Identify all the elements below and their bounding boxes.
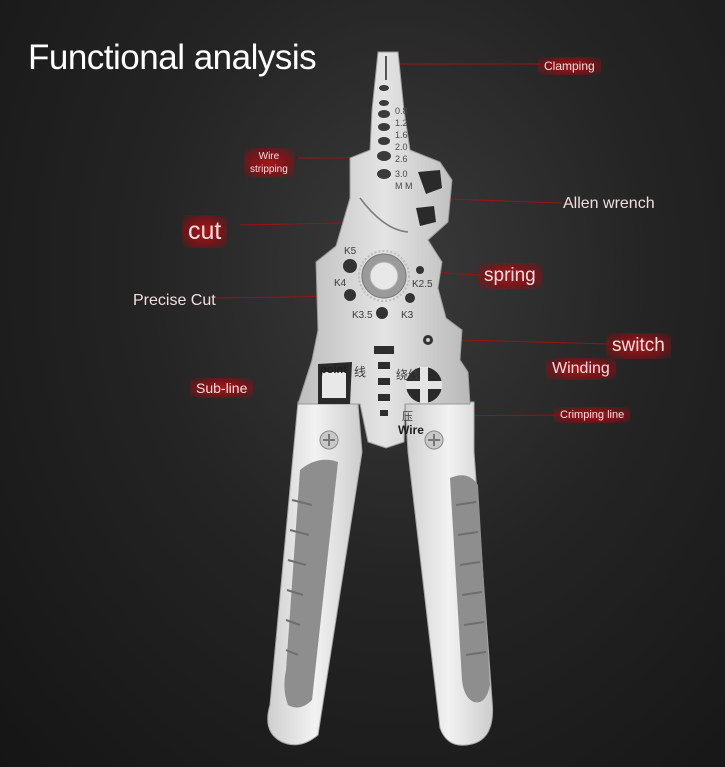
hex-k2-5: K2.5	[412, 279, 433, 290]
gauge-size: 1.6	[395, 130, 408, 140]
gauge-size: 2.0	[395, 142, 408, 152]
label-allen-wrench: Allen wrench	[563, 195, 655, 212]
hex-k3-5: K3.5	[352, 310, 373, 321]
label-cut: cut	[182, 215, 228, 248]
engraving-wire: Wire	[398, 423, 424, 437]
hex-k3: K3	[401, 310, 414, 321]
label-sub-line: Sub-line	[190, 378, 254, 398]
gauge-size: 1.2	[395, 118, 408, 128]
gauge-unit: M M	[395, 181, 413, 191]
metal-head	[297, 51, 471, 450]
engraving-xian: 线	[354, 365, 367, 379]
label-winding: Winding	[546, 358, 616, 380]
label-precise-cut: Precise Cut	[133, 292, 216, 309]
right-handle	[404, 401, 494, 746]
gauge-size: 0.8	[395, 106, 408, 116]
label-clamping: Clamping	[538, 57, 601, 75]
engraving-ya: 压	[402, 411, 413, 423]
hex-k4: K4	[334, 278, 347, 289]
gauge-size: 3.0	[395, 169, 408, 179]
label-crimping-line: Crimping line	[554, 407, 631, 423]
label-switch: switch	[606, 333, 671, 359]
left-handle	[267, 401, 363, 746]
engraving-rao-xian: 绕线	[396, 368, 421, 382]
label-wire-stripping-line1: Wire	[258, 151, 280, 162]
page-title: Functional analysis	[28, 38, 317, 77]
hex-k5: K5	[344, 246, 357, 257]
gauge-size: 2.6	[395, 154, 408, 164]
label-wire-stripping-line2: stripping	[250, 164, 288, 175]
engraving-point: point	[320, 364, 347, 376]
gauge-scale: 0.8 1.2 1.6 2.0 2.6 3.0 M M	[395, 105, 413, 192]
label-wire-stripping: Wire stripping	[244, 148, 294, 178]
label-spring: spring	[478, 263, 542, 289]
